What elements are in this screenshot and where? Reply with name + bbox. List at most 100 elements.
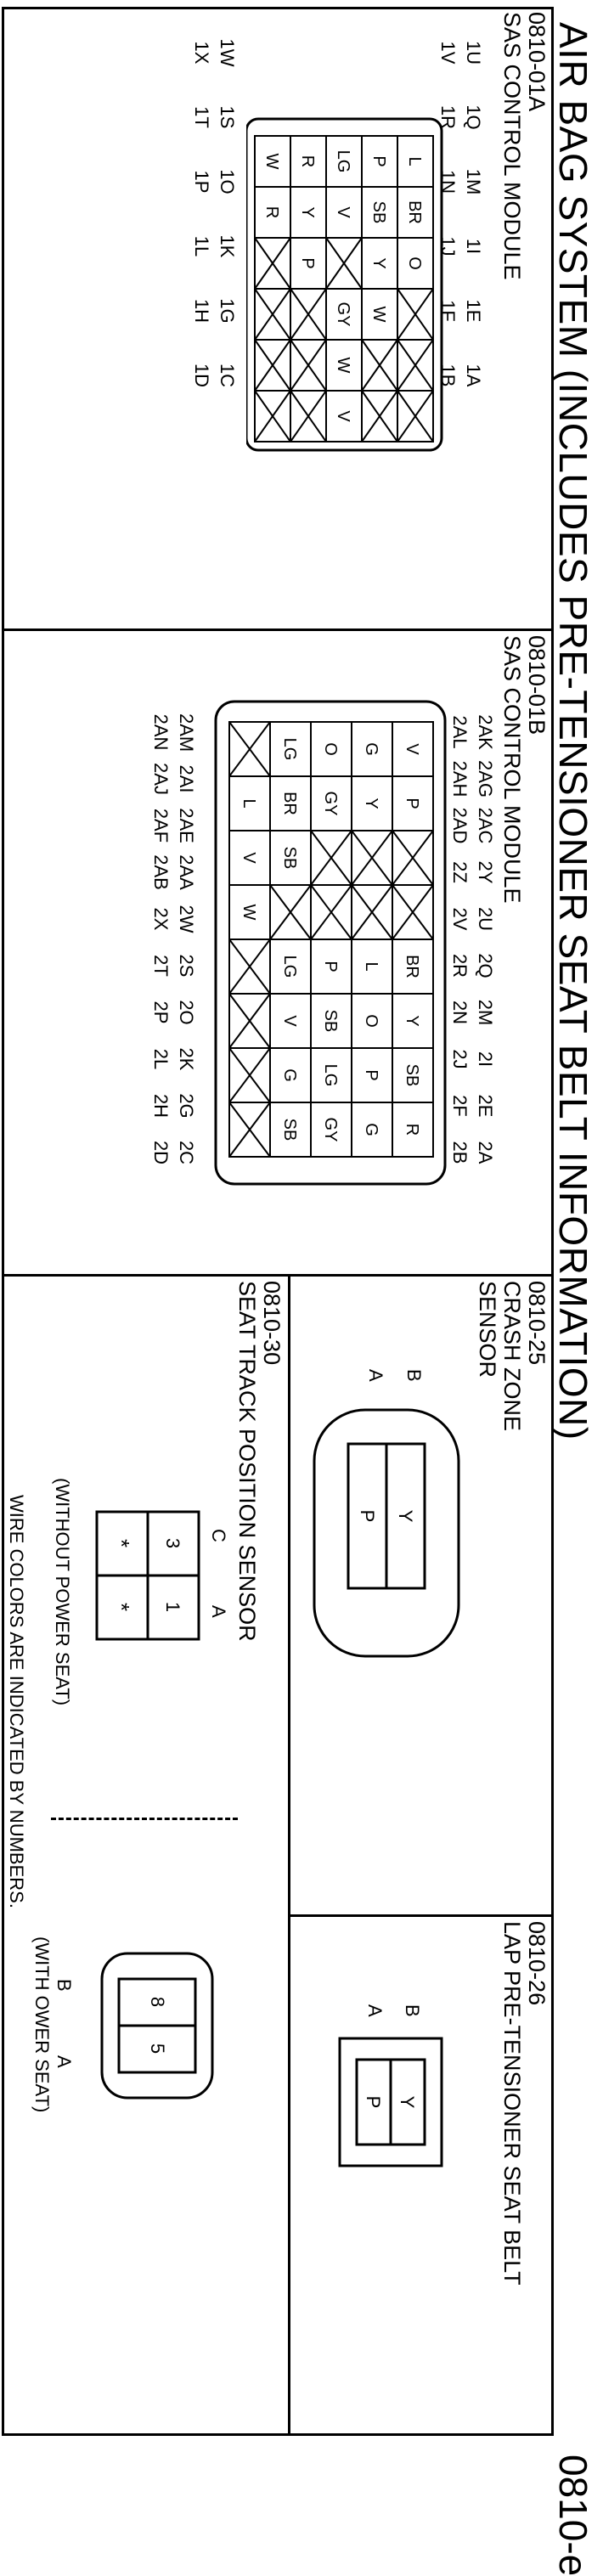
pin-label: 2N bbox=[449, 1000, 471, 1025]
unused-pin-cross bbox=[361, 390, 398, 442]
diagram-title: AIR BAG SYSTEM (INCLUDES PRE-TENSIONER S… bbox=[551, 22, 595, 1440]
wire-color: P bbox=[298, 257, 317, 268]
wire-color: P bbox=[369, 155, 388, 166]
unused-pin-cross bbox=[228, 1102, 271, 1158]
pin-label: 2AB bbox=[150, 854, 172, 890]
connector-id: 0810-30 bbox=[259, 1281, 285, 1366]
pin-label: 1G bbox=[217, 298, 238, 324]
pin-label: 1O bbox=[217, 169, 238, 194]
wire-color: G bbox=[280, 1068, 299, 1082]
unused-pin-cross bbox=[228, 939, 271, 995]
wire-color: SB bbox=[280, 1119, 299, 1141]
wire-color: BR bbox=[403, 955, 421, 978]
pin-label: 2A bbox=[475, 1141, 496, 1164]
pin-label: 1K bbox=[217, 234, 238, 258]
connector-30-power-shape: 8 5 bbox=[100, 1952, 214, 2100]
dashed-separator bbox=[51, 1818, 238, 1823]
page-id: 0810-e bbox=[551, 2455, 595, 2576]
wire-color: LG bbox=[321, 1064, 340, 1087]
connector-id: 0810-01A bbox=[524, 12, 549, 112]
wire-color: Y bbox=[369, 257, 388, 268]
wire-color: SB bbox=[321, 1010, 340, 1033]
wire-color: L bbox=[362, 961, 380, 971]
unused-pin-cross bbox=[351, 884, 393, 940]
pin-label: 1P bbox=[191, 170, 212, 194]
wire-color: LG bbox=[280, 955, 299, 978]
unused-pin-cross bbox=[254, 390, 291, 442]
unused-pin-cross bbox=[310, 830, 352, 886]
unused-pin-cross bbox=[228, 721, 271, 777]
unused-pin-cross bbox=[392, 884, 434, 940]
wire-color: LG bbox=[280, 738, 299, 761]
wire-color: R bbox=[262, 206, 281, 218]
pin-label: 2U bbox=[475, 906, 496, 932]
pin-label: 1W bbox=[217, 38, 238, 67]
pin-label-a: A bbox=[364, 2004, 386, 2017]
pin-cell bbox=[254, 390, 291, 442]
connector-26-shape: Y P bbox=[338, 2037, 443, 2167]
wire-color: LG bbox=[334, 150, 352, 173]
wire-color: GY bbox=[321, 792, 340, 816]
connector-01a: 0810-01A SAS CONTROL MODULE bbox=[499, 12, 549, 280]
connector-26: 0810-26 LAP PRE-TENSIONER SEAT BELT bbox=[499, 1921, 549, 2286]
wire-color-a: P bbox=[357, 1510, 378, 1523]
wire-color-note: WIRE COLORS ARE INDICATED BY NUMBERS. bbox=[6, 1495, 27, 1908]
pin-label: 2C bbox=[176, 1140, 197, 1165]
pin-label: 1C bbox=[217, 363, 238, 388]
wire-color: O bbox=[362, 1014, 380, 1028]
pin-label: 1V bbox=[437, 41, 459, 65]
pin-label: 2L bbox=[150, 1048, 172, 1070]
pin-label: 1Q bbox=[463, 104, 484, 130]
pin-value: 3 bbox=[162, 1538, 183, 1548]
unused-pin-cross bbox=[392, 830, 434, 886]
wire-color: SB bbox=[280, 847, 299, 870]
pin-label: 2E bbox=[475, 1094, 496, 1118]
connector-name: LAP PRE-TENSIONER SEAT BELT bbox=[499, 1921, 525, 2286]
connector-name: SEAT TRACK POSITION SENSOR bbox=[234, 1281, 260, 1642]
wire-color: SB bbox=[369, 201, 388, 224]
pin-label: 2Q bbox=[475, 953, 496, 978]
unused-pin-cross bbox=[228, 993, 271, 1049]
wire-color-b: Y bbox=[397, 2096, 418, 2109]
wire-color-a: P bbox=[363, 2096, 384, 2109]
pin-label: 2AG bbox=[475, 760, 496, 798]
pin-label: 2W bbox=[176, 905, 197, 933]
unused-pin-cross bbox=[290, 288, 327, 341]
pin-label: 1D bbox=[191, 363, 212, 388]
pin-label-b: B bbox=[402, 2004, 423, 2017]
pin-label: 2AJ bbox=[150, 763, 172, 795]
pin-label: 2J bbox=[449, 1049, 471, 1069]
pin-label: 2AH bbox=[449, 760, 471, 798]
wire-color: O bbox=[405, 256, 424, 270]
unused-pin-cross bbox=[361, 339, 398, 392]
pin-label: 1A bbox=[463, 364, 484, 387]
wire-color: P bbox=[321, 961, 340, 972]
wire-color: R bbox=[298, 155, 317, 167]
pin-label: 2D bbox=[150, 1140, 172, 1165]
unused-pin-cross bbox=[254, 339, 291, 392]
pin-label: 2T bbox=[150, 955, 172, 977]
pin-label: 2AN bbox=[150, 713, 172, 751]
wire-color: BR bbox=[280, 792, 299, 815]
wire-color: L bbox=[405, 156, 424, 166]
pin-label: 2G bbox=[176, 1093, 197, 1119]
pin-label: 1S bbox=[217, 105, 238, 129]
pin-label: 2I bbox=[475, 1051, 496, 1068]
pin-value: * bbox=[109, 1539, 134, 1547]
connector-name: SAS CONTROL MODULE bbox=[499, 635, 525, 904]
wire-color: W bbox=[240, 905, 258, 921]
pin-value: * bbox=[109, 1603, 134, 1611]
pin-label-b: B bbox=[403, 1369, 425, 1382]
pin-label: 1M bbox=[463, 168, 484, 195]
pin-value: 5 bbox=[147, 2043, 168, 2054]
pin-label: 2AL bbox=[449, 715, 471, 749]
pin-label: 2S bbox=[176, 954, 197, 978]
connector-30: 0810-30 SEAT TRACK POSITION SENSOR bbox=[234, 1281, 285, 1642]
pin-label: 2AI bbox=[176, 764, 197, 793]
pin-label-c: C bbox=[208, 1529, 229, 1542]
connector-id: 0810-26 bbox=[524, 1921, 549, 2006]
wire-color: W bbox=[369, 307, 388, 323]
pin-label: 1H bbox=[191, 298, 212, 324]
wire-color: SB bbox=[403, 1064, 421, 1087]
